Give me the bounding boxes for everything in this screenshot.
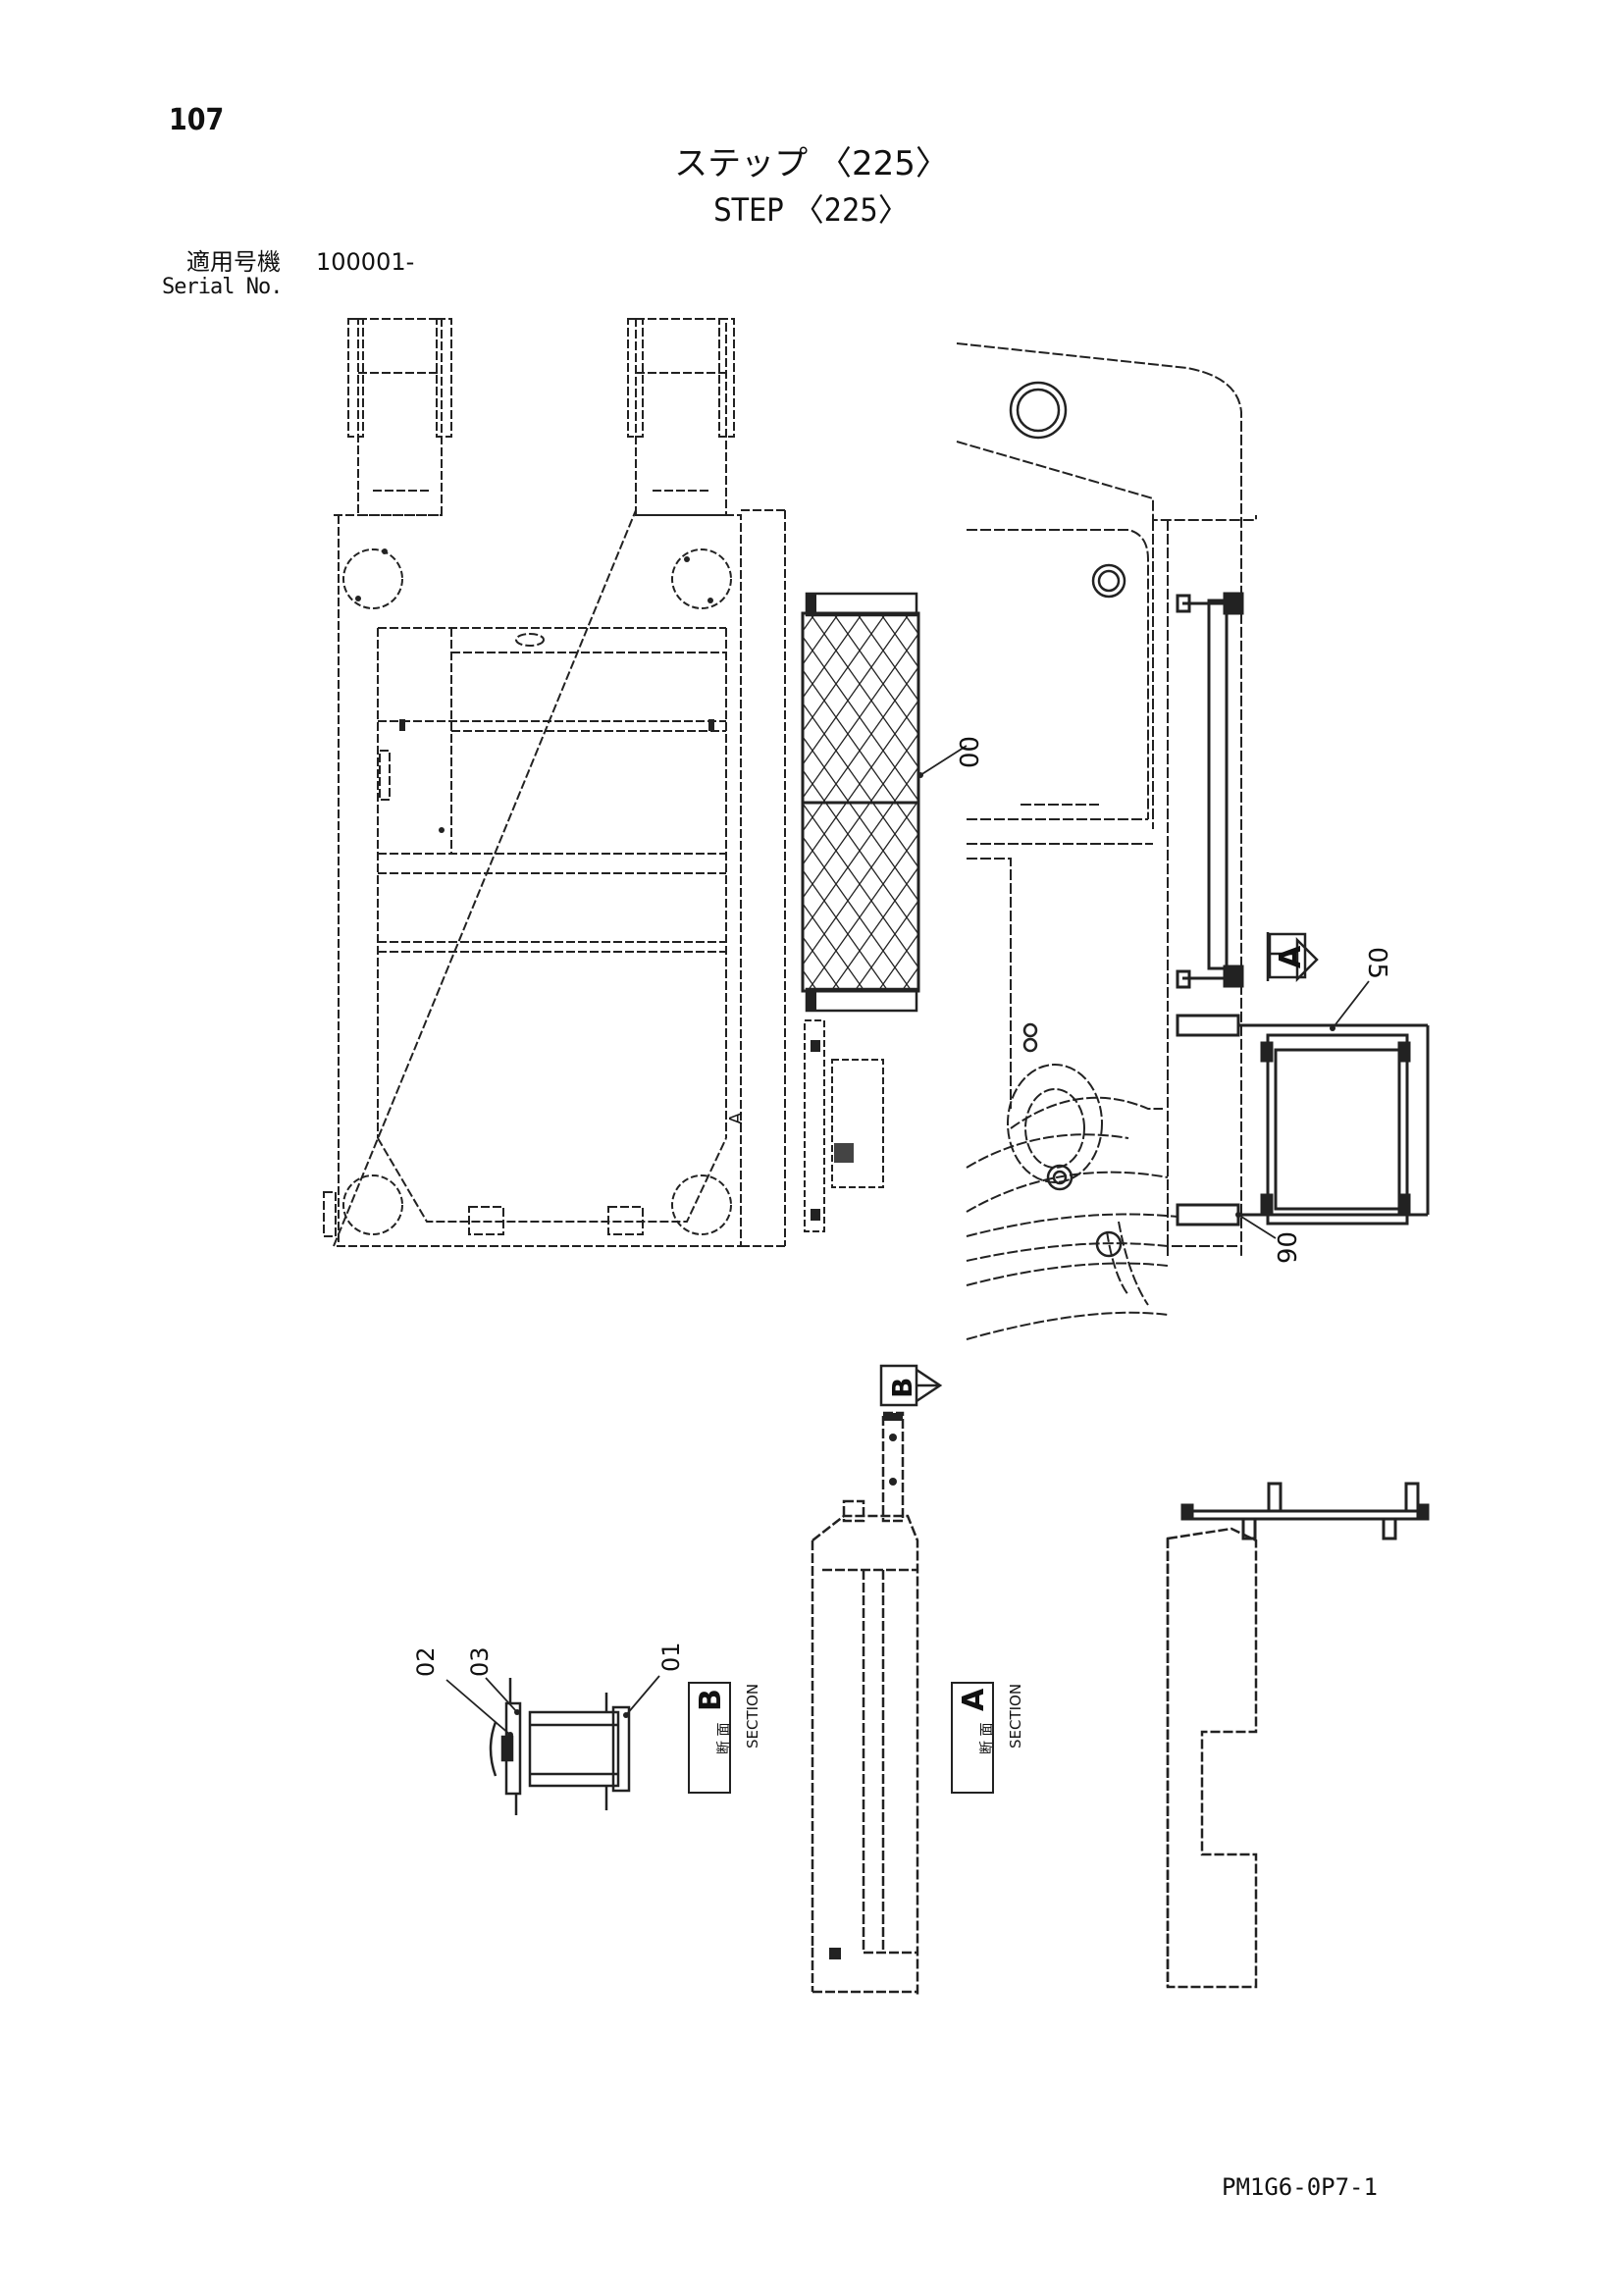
page-number: 107 [169, 103, 225, 137]
callout-03: 03 [466, 1646, 494, 1677]
title-japanese: ステップ 〈225〉 [674, 144, 949, 183]
side-profile-top-rail [1180, 1482, 1430, 1540]
frame-small-marks [355, 548, 714, 833]
section-b-letter: B [694, 1689, 728, 1711]
callout-06: 06 [1271, 1231, 1300, 1264]
section-a-bracket [829, 1413, 903, 1959]
title-english: STEP 〈225〉 [713, 191, 910, 229]
section-b-word: SECTION [744, 1684, 761, 1748]
cab-circles [1009, 381, 1126, 1258]
view-arrow-b-label: B [886, 1378, 918, 1398]
leader-lines [445, 745, 1370, 1736]
ladder-step [1176, 1014, 1430, 1226]
side-profile-view [1166, 1527, 1258, 1989]
section-b-label: SECTION 断 面 B [688, 1682, 761, 1794]
section-a-letter: A [957, 1688, 991, 1711]
serial-label-japanese: 適用号機 [186, 248, 281, 276]
serial-label-english: Serial No. [162, 275, 283, 299]
cab-side-view [956, 342, 1257, 1340]
view-arrow-b [879, 1364, 943, 1407]
handrail [1176, 592, 1244, 989]
section-b-pin-detail [489, 1678, 631, 1815]
callout-05: 05 [1362, 947, 1391, 979]
side-bracket [804, 1019, 884, 1232]
section-a-jp: 断 面 [979, 1723, 995, 1754]
frame-bolt-holes [342, 548, 732, 1235]
view-arrow-a [1266, 932, 1319, 983]
view-arrow-a-label: A [1274, 945, 1308, 968]
section-a-profile [811, 1411, 919, 1997]
section-a-label: SECTION 断 面 A [951, 1682, 1024, 1794]
callout-02: 02 [412, 1646, 440, 1677]
drawing-code: PM1G6-0P7-1 [1222, 2173, 1378, 2201]
section-a-word: SECTION [1007, 1684, 1024, 1748]
section-b-jp: 断 面 [716, 1723, 732, 1754]
view-mark-a-small: A [726, 1112, 747, 1124]
callout-01: 01 [657, 1642, 685, 1672]
frame-top-view [323, 318, 786, 1247]
callout-00: 00 [953, 736, 982, 768]
mesh-step-grille [801, 592, 920, 1013]
leader-dots [507, 772, 1335, 1738]
serial-number-value: 100001- [316, 248, 415, 276]
